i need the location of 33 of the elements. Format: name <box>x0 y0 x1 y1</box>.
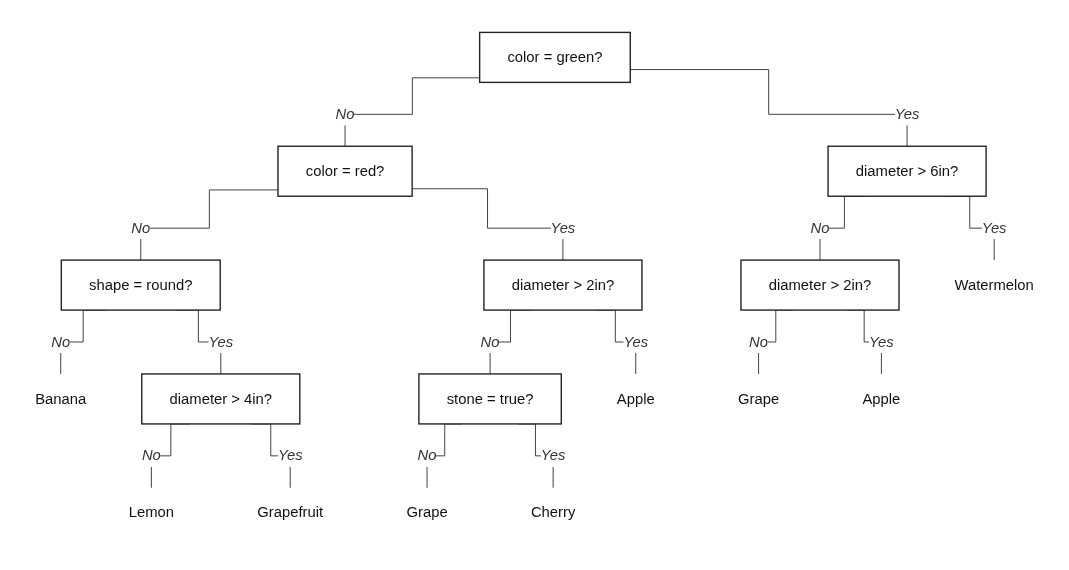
edge-label: No <box>51 333 71 350</box>
node-box: stone = true? <box>418 373 562 425</box>
edge-label: No <box>810 219 830 236</box>
node-text: Grape <box>406 504 448 521</box>
node-text: Apple <box>862 390 901 407</box>
node-text: Cherry <box>530 504 576 521</box>
edge-label: No <box>141 447 161 464</box>
node-text: Grape <box>738 390 780 407</box>
edge-label: No <box>417 447 437 464</box>
node-box: color = green? <box>478 31 631 83</box>
edge-label: Yes <box>894 105 920 122</box>
node-text: Apple <box>616 390 655 407</box>
node-text: Lemon <box>128 504 175 521</box>
edge-label: No <box>335 105 355 122</box>
edge-label: Yes <box>981 219 1007 236</box>
edge-label: Yes <box>277 447 303 464</box>
edge-label: Yes <box>869 333 894 350</box>
edge-label: No <box>131 219 151 236</box>
node-box: diameter > 2in? <box>740 259 900 311</box>
edge-label: Yes <box>623 333 649 350</box>
node-box: shape = round? <box>60 259 221 311</box>
node-box: diameter > 2in? <box>483 259 643 311</box>
edge-label: No <box>749 333 769 350</box>
edge-label: Yes <box>540 447 566 464</box>
node-box: color = red? <box>277 145 413 197</box>
node-text: Grapefruit <box>257 504 324 521</box>
edge-label: Yes <box>208 333 234 350</box>
node-text: Watermelon <box>954 276 1034 293</box>
node-box: diameter > 6in? <box>827 145 987 197</box>
node-box: diameter > 4in? <box>141 373 301 425</box>
node-text: Banana <box>35 390 87 407</box>
edge-label: Yes <box>550 219 576 236</box>
edge-label: No <box>480 333 500 350</box>
